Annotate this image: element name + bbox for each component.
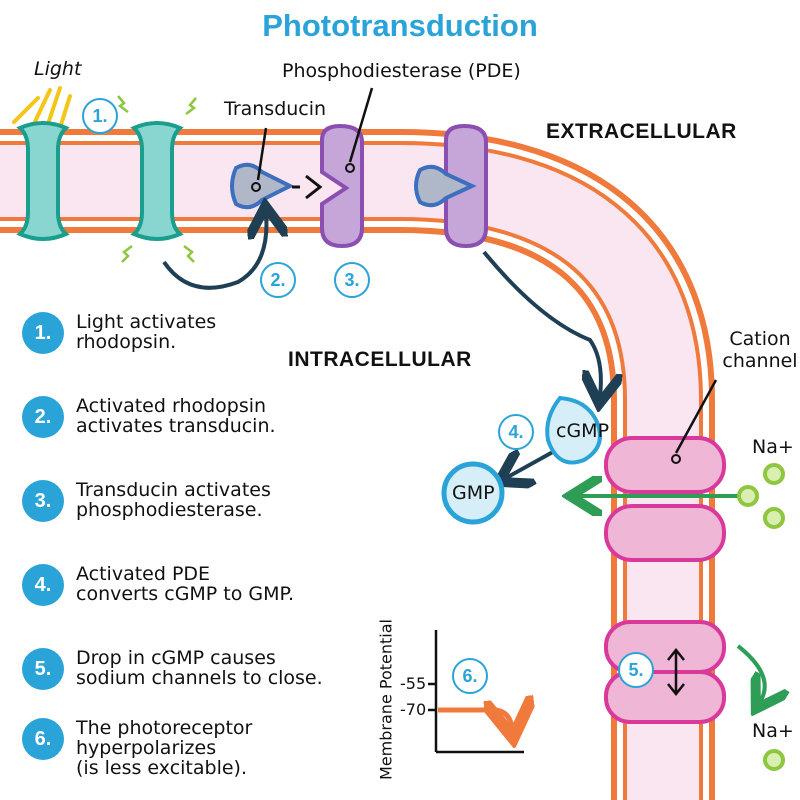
sodium-blocked-arrow	[736, 644, 765, 702]
step-badge-5: 5.	[618, 652, 654, 688]
step-number: 5.	[22, 648, 64, 690]
graph-tick-minus55: -55	[400, 674, 427, 693]
step-item: 5. Drop in cGMP causes sodium channels t…	[22, 648, 323, 690]
step-badge-1: 1.	[82, 98, 118, 134]
intracellular-label: INTRACELLULAR	[288, 348, 472, 371]
activation-sparks-icon	[117, 95, 197, 263]
rhodopsin-to-transducin-arrow	[162, 214, 266, 290]
pde-label: Phosphodiesterase (PDE)	[282, 60, 521, 82]
step-text: Light activates rhodopsin.	[76, 311, 217, 353]
pde-activated	[414, 123, 488, 249]
step-text: Drop in cGMP causes sodium channels to c…	[76, 647, 323, 689]
sodium-label-outside: Na+	[752, 436, 794, 458]
step-badge-6: 6.	[452, 658, 488, 694]
page-title: Phototransduction	[262, 8, 538, 43]
step-text: Activated rhodopsin activates transducin…	[76, 395, 276, 437]
cation-channel-pointer	[674, 379, 718, 454]
cation-channel-label: Cation channel	[722, 328, 798, 372]
transducin-label: Transducin	[224, 98, 327, 120]
step-number: 6.	[22, 718, 64, 760]
channel-closing-icon	[667, 647, 685, 697]
cgmp-to-gmp-arrow	[506, 446, 561, 478]
cgmp-molecule	[545, 395, 602, 465]
sodium-label-closed: Na+	[752, 720, 794, 742]
step-badge-4: 4.	[498, 414, 534, 450]
graph-ylabel: Membrane Potential	[376, 619, 396, 780]
step-item: 4. Activated PDE converts cGMP to GMP.	[22, 564, 294, 606]
step-item: 6. The photoreceptor hyperpolarizes (is …	[22, 718, 252, 778]
rhodopsin-inactive	[16, 121, 70, 241]
step-text: Transducin activates phosphodiesterase.	[76, 479, 271, 521]
step-badge-2: 2.	[260, 262, 296, 298]
step-text: Activated PDE converts cGMP to GMP.	[76, 563, 295, 605]
gmp-molecule	[441, 461, 505, 525]
step-item: 2. Activated rhodopsin activates transdu…	[22, 396, 276, 438]
step-badge-3: 3.	[334, 262, 370, 298]
rhodopsin-activated	[130, 121, 184, 241]
step-number: 1.	[22, 312, 64, 354]
graph-tick-minus70: -70	[400, 700, 427, 719]
transducin-pointer	[256, 127, 268, 181]
gmp-label: GMP	[452, 482, 495, 504]
pde-pointer	[348, 87, 374, 163]
light-label: Light	[34, 58, 82, 80]
step-number: 4.	[22, 564, 64, 606]
step-item: 3. Transducin activates phosphodiesteras…	[22, 480, 271, 522]
step-item: 1. Light activates rhodopsin.	[22, 312, 216, 354]
transducin-to-pde-arrow	[305, 174, 323, 200]
hyperpolarization-line	[438, 710, 512, 728]
step-number: 2.	[22, 396, 64, 438]
pde-to-cgmp-arrow	[482, 250, 601, 396]
sodium-ions-icon	[737, 463, 785, 771]
membrane-potential-graph	[428, 630, 524, 754]
cgmp-label: cGMP	[556, 420, 610, 442]
step-text: The photoreceptor hyperpolarizes (is les…	[76, 717, 253, 779]
extracellular-label: EXTRACELLULAR	[546, 120, 737, 143]
step-number: 3.	[22, 480, 64, 522]
cation-channel-open	[604, 436, 726, 562]
